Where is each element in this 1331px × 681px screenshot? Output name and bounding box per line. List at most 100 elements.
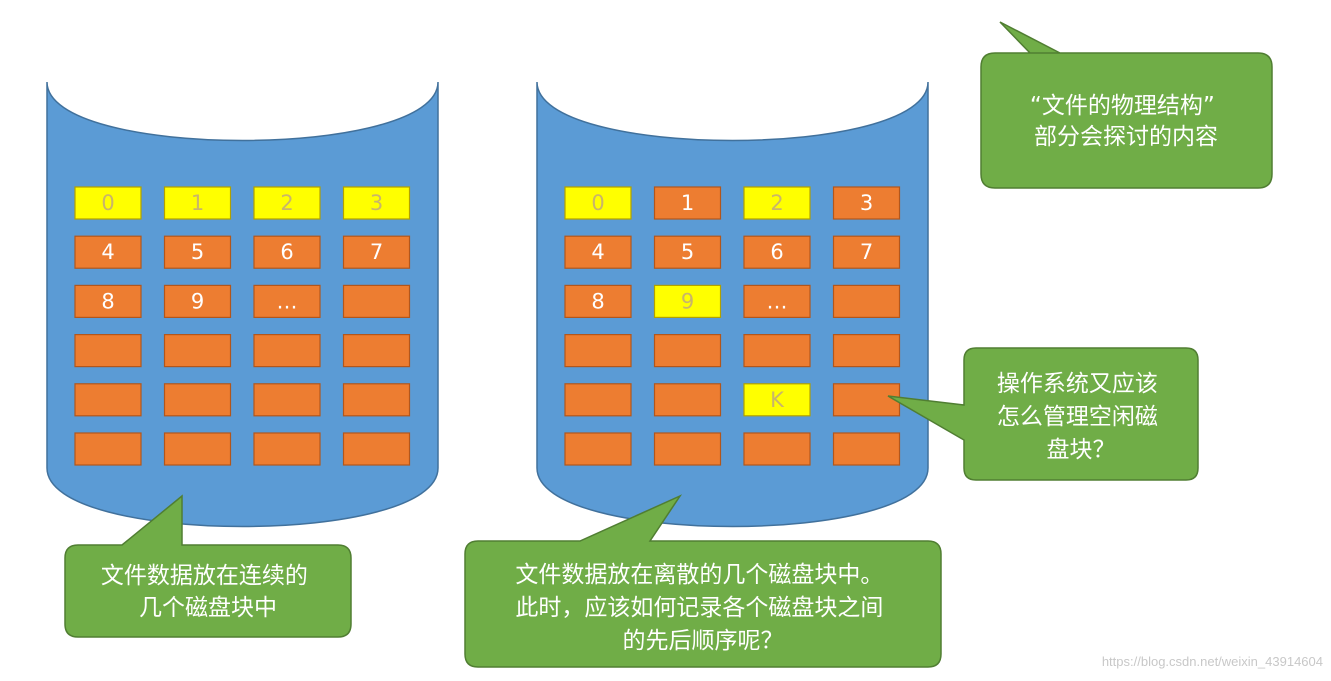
disk-block-rect — [253, 235, 321, 269]
disk-block: 8 — [74, 284, 142, 318]
disk-block — [832, 383, 901, 417]
callout-free-line-3: 盘块？ — [1047, 437, 1116, 463]
callout-free-line-1: 操作系统又应该 — [997, 371, 1158, 397]
callout-scattered-line-2: 此时，应该如何记录各个磁盘块之间 — [515, 595, 883, 621]
disk-block-rect — [74, 383, 142, 417]
disk-block-label: 0 — [591, 191, 604, 215]
disk-block-rect — [743, 334, 811, 368]
disk-block: 0 — [74, 186, 142, 220]
disk-block-rect — [743, 432, 811, 466]
callout-free-space: 操作系统又应该 怎么管理空闲磁 盘块？ — [887, 347, 1199, 481]
disk-block-rect — [74, 235, 142, 269]
disk-block-rect — [564, 334, 632, 368]
disk-block: 6 — [253, 235, 321, 269]
disk-block-rect — [253, 334, 321, 368]
disk-block-rect — [253, 284, 321, 318]
svg-text:文件数据放在离散的几个磁盘块中。 此时，应该如何: 文件数据放在离散的几个磁盘块中。 此时，应该如何记录各个磁盘块之间 的先后顺序呢… — [515, 562, 890, 654]
disk-block — [653, 432, 722, 466]
disk-block-rect — [342, 334, 411, 368]
disk-block-label: 7 — [370, 240, 383, 264]
disk-block-label: 8 — [101, 289, 114, 313]
disk-block-label: 1 — [191, 191, 204, 215]
disk-block: 2 — [743, 186, 811, 220]
disk-block-rect — [832, 235, 901, 269]
disk-block-label: … — [277, 289, 298, 313]
disk-block-rect — [832, 186, 901, 220]
disk-left: 0 1 2 3 4 5 6 7 8 9 … — [46, 81, 439, 528]
disk-block — [743, 432, 811, 466]
disk-block-rect — [342, 383, 411, 417]
callout-contiguous-line-1: 文件数据放在连续的 — [101, 563, 308, 589]
watermark: https://blog.csdn.net/weixin_43914604 — [1101, 654, 1323, 669]
disk-block: K — [743, 383, 811, 417]
callout-physical-line-1: “文件的物理结构” — [1030, 93, 1215, 119]
disk-block: 7 — [832, 235, 901, 269]
disk-block-rect — [653, 235, 722, 269]
disk-block-label: 5 — [191, 240, 204, 264]
disk-block-label: 4 — [101, 240, 114, 264]
callout-scattered: 文件数据放在离散的几个磁盘块中。 此时，应该如何记录各个磁盘块之间 的先后顺序呢… — [464, 494, 942, 668]
disk-block-label: 2 — [280, 191, 293, 215]
disk-block-rect — [564, 235, 632, 269]
disk-block-label: 9 — [681, 289, 694, 313]
disk-block-rect — [163, 284, 232, 318]
disk-block-rect — [342, 235, 411, 269]
disk-block-rect — [832, 383, 901, 417]
disk-block: 4 — [74, 235, 142, 269]
disk-block: 1 — [163, 186, 232, 220]
disk-block-rect — [564, 284, 632, 318]
disk-block-label: 3 — [370, 191, 383, 215]
disk-block: 9 — [653, 284, 722, 318]
disk-block: 8 — [564, 284, 632, 318]
disk-block-label: 1 — [681, 191, 694, 215]
disk-block — [342, 432, 411, 466]
disk-block-rect — [74, 432, 142, 466]
callout-physical-structure: “文件的物理结构” 部分会探讨的内容 — [980, 21, 1273, 189]
disk-block — [743, 334, 811, 368]
disk-block — [832, 432, 901, 466]
disk-block-rect — [163, 383, 232, 417]
disk-block: 0 — [564, 186, 632, 220]
svg-text:操作系统又应该 怎么管理空闲磁 盘块: 操作系统又应该 怎么管理空闲磁 盘块？ — [997, 371, 1165, 463]
disk-block-label: 3 — [860, 191, 873, 215]
disk-block-rect — [743, 235, 811, 269]
svg-text:“文件的物理结构” 部分会探讨的内容: “文件的物理结构” 部分会探讨的内容 — [1030, 93, 1222, 150]
disk-block-rect — [653, 284, 722, 318]
disk-block — [342, 334, 411, 368]
disk-block — [832, 284, 901, 318]
disk-block: 2 — [253, 186, 321, 220]
disk-block-label: 6 — [280, 240, 293, 264]
disk-block-rect — [253, 186, 321, 220]
disk-block — [74, 383, 142, 417]
disk-block — [163, 432, 232, 466]
disk-block-rect — [653, 334, 722, 368]
disk-block-rect — [653, 383, 722, 417]
disk-block-rect — [74, 284, 142, 318]
disk-block-rect — [74, 334, 142, 368]
disk-block: … — [253, 284, 321, 318]
disk-block-label: 2 — [770, 191, 783, 215]
disk-block-rect — [832, 432, 901, 466]
callout-physical-line-2: 部分会探讨的内容 — [1034, 124, 1218, 150]
callout-contiguous: 文件数据放在连续的 几个磁盘块中 — [64, 494, 352, 638]
disk-block — [74, 334, 142, 368]
disk-block: 5 — [653, 235, 722, 269]
disk-block: 4 — [564, 235, 632, 269]
disk-block — [564, 432, 632, 466]
disk-block-rect — [342, 186, 411, 220]
disk-block — [653, 383, 722, 417]
disk-block: 9 — [163, 284, 232, 318]
disk-block-label: 4 — [591, 240, 604, 264]
disk-block-label: 9 — [191, 289, 204, 313]
callout-scattered-line-3: 的先后顺序呢？ — [623, 628, 784, 654]
disk-block-rect — [163, 334, 232, 368]
callout-contiguous-line-2: 几个磁盘块中 — [139, 595, 277, 621]
disk-block-rect — [653, 432, 722, 466]
disk-block-label: 6 — [770, 240, 783, 264]
disk-block-rect — [253, 432, 321, 466]
callout-free-line-2: 怎么管理空闲磁 — [997, 404, 1158, 430]
disk-block-rect — [342, 284, 411, 318]
disk-right: 0 1 2 3 4 5 6 7 8 9 … K — [536, 81, 929, 528]
disk-block-label: … — [767, 289, 788, 313]
